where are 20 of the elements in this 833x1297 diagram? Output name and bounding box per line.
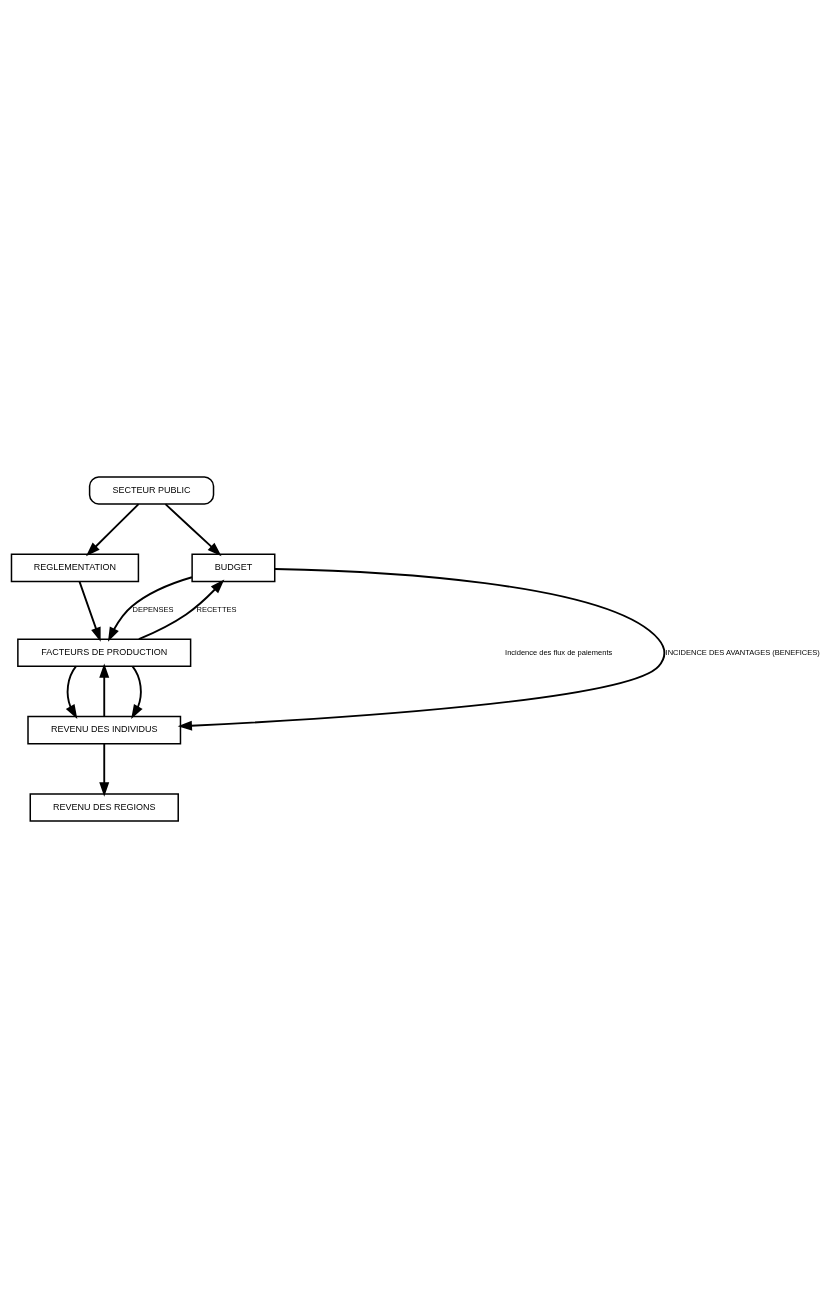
node-box: REGLEMENTATION <box>10 553 140 582</box>
node-box: FACTEURS DE PRODUCTION <box>17 638 192 667</box>
arrow <box>131 664 143 719</box>
arrow <box>65 664 78 719</box>
arrow <box>177 567 666 731</box>
arrow <box>86 502 140 556</box>
node-box: SECTEUR PUBLIC <box>88 475 215 505</box>
arrow <box>99 663 110 717</box>
arrow <box>108 575 193 642</box>
edge-label: INCIDENCE DES AVANTAGES (BENEFICES) <box>665 647 820 657</box>
arrow <box>137 578 225 640</box>
arrow <box>99 742 110 797</box>
node-box: BUDGET <box>191 553 276 582</box>
arrow <box>78 580 101 642</box>
arrow <box>164 502 222 556</box>
node-box: REVENU DES INDIVIDUS <box>27 715 182 744</box>
label: Incidence des flux de paiements <box>505 647 613 657</box>
edge-label: DEPENSES <box>132 604 174 614</box>
edge-label: RECETTES <box>196 604 237 614</box>
node-box: REVENU DES REGIONS <box>29 792 179 822</box>
